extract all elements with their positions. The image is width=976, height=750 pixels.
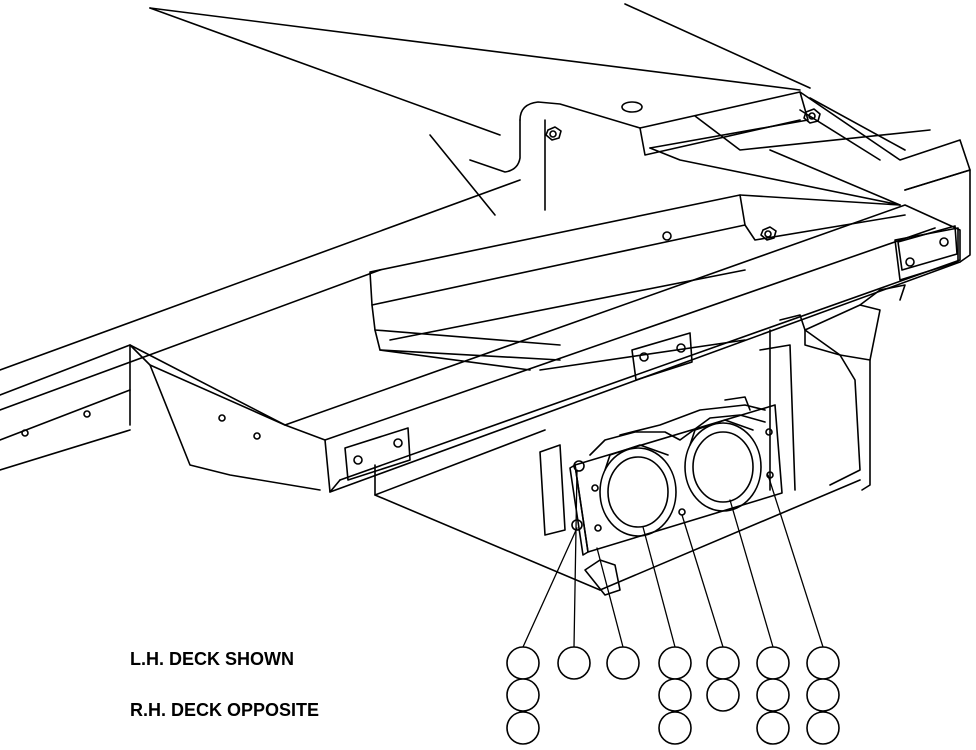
callout-balloons [507, 647, 839, 744]
callout-balloon [507, 679, 539, 711]
callout-balloon [558, 647, 590, 679]
note-lh-deck-shown: L.H. DECK SHOWN [130, 649, 294, 669]
callout-balloon [757, 712, 789, 744]
callout-balloon [507, 712, 539, 744]
callout-balloon [757, 647, 789, 679]
callout-balloon [707, 679, 739, 711]
callout-balloon [707, 647, 739, 679]
callout-balloon [659, 647, 691, 679]
end-box [760, 170, 970, 490]
lower-mount-plate [375, 430, 860, 595]
callout-balloon [807, 679, 839, 711]
upper-bracket [470, 92, 970, 210]
bolt-plate-right [898, 226, 957, 270]
hex-nut-left [546, 127, 561, 140]
hex-nut-upper [804, 109, 820, 123]
callout-balloon [659, 679, 691, 711]
deck-plate [0, 4, 810, 470]
callout-balloon [757, 679, 789, 711]
bolt-plate-left [345, 428, 410, 480]
mount-hole [663, 232, 671, 240]
bolt-plate-center [632, 333, 692, 380]
lamp-left [600, 445, 676, 536]
callout-balloon [607, 647, 639, 679]
frame-rail-middle [370, 195, 905, 370]
hex-nut-center [761, 227, 776, 240]
leader-lines [523, 470, 823, 647]
lamp-right [685, 420, 761, 511]
callout-balloon [659, 712, 691, 744]
side-rail-left [0, 345, 320, 490]
callout-balloon [807, 712, 839, 744]
callout-balloon [807, 647, 839, 679]
top-plate-hole [622, 102, 642, 112]
callout-balloon [507, 647, 539, 679]
note-rh-deck-opposite: R.H. DECK OPPOSITE [130, 700, 320, 720]
